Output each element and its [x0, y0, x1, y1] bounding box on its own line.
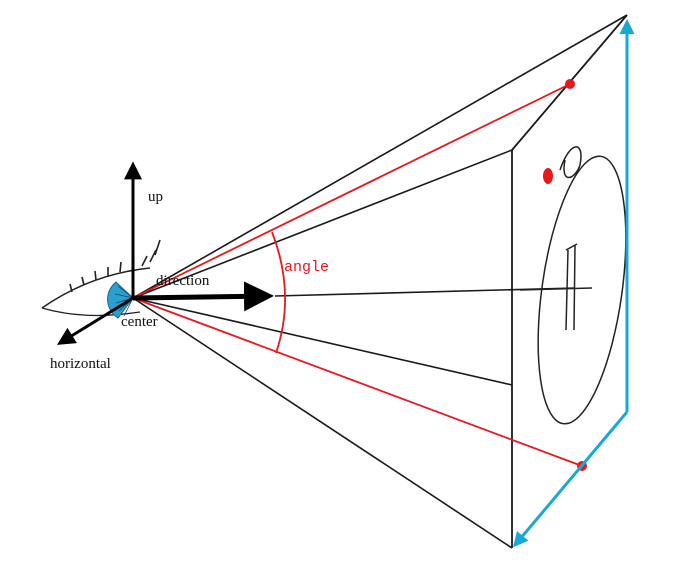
- horizontal-label: horizontal: [50, 356, 111, 372]
- image-plane: [511, 14, 628, 548]
- frustum-edge-top: [132, 14, 628, 299]
- direction-label: direction: [156, 273, 210, 289]
- sketch-head: [559, 146, 582, 179]
- screen-sketch: [519, 146, 627, 425]
- horizontal-axis: [56, 296, 134, 345]
- view-rays: [132, 83, 583, 467]
- screen-axis-horizontal: [513, 411, 629, 548]
- eye-iris-lines: [114, 285, 134, 317]
- camera-axes: [56, 161, 274, 345]
- sketch-crosshair: [519, 287, 593, 291]
- angle-arc: [271, 231, 286, 354]
- view-ray-lower: [132, 297, 583, 467]
- eye: [41, 239, 161, 319]
- frustum-edge-mid-upper: [132, 149, 513, 299]
- eye-upper-lid: [41, 267, 151, 309]
- view-ray-upper: [132, 83, 571, 299]
- center-label: center: [121, 314, 158, 330]
- frustum-edge-mid-lower: [132, 297, 513, 386]
- frustum-edge-bottom: [132, 297, 513, 549]
- sketch-oval: [537, 155, 627, 425]
- red-point-sketch: [543, 168, 553, 184]
- red-point-top: [565, 79, 575, 89]
- screen-axes: [513, 19, 635, 548]
- angle-label: angle: [284, 259, 329, 276]
- eye-lower-lid: [41, 307, 141, 317]
- sketch-figure: [565, 243, 578, 331]
- frustum-edges: [132, 14, 628, 549]
- up-label: up: [148, 189, 163, 205]
- direction-axis: [132, 281, 274, 312]
